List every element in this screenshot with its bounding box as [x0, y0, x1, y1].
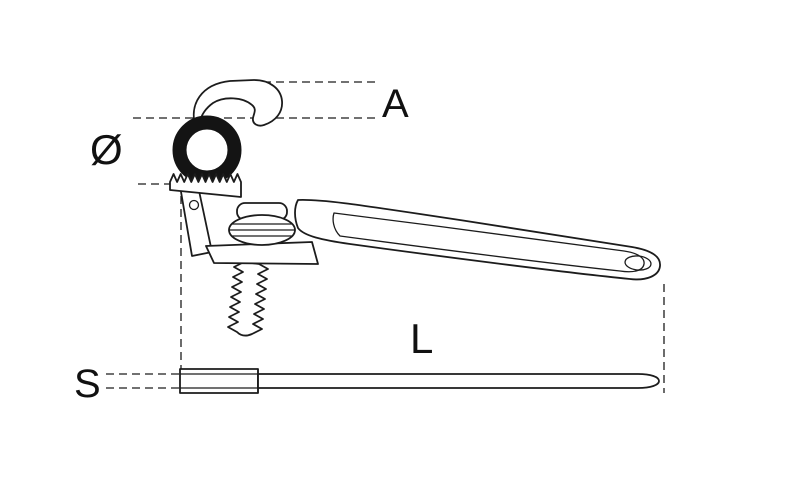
- side-head-inner-lines: [179, 373, 259, 389]
- wrench-top-view: [169, 79, 661, 337]
- side-head-outline: [179, 368, 259, 394]
- label-dim-length: L: [410, 315, 433, 362]
- handle-outline: [294, 198, 661, 281]
- side-handle-profile: [257, 373, 660, 389]
- label-dim-thickness: S: [74, 362, 101, 406]
- hook-jaw: [192, 79, 283, 129]
- heel-jaw-serrated: [169, 173, 242, 198]
- pivot-pin: [188, 199, 200, 211]
- label-dim-diameter: Ø: [90, 126, 123, 173]
- dimension-labels: A Ø L S: [74, 82, 433, 406]
- nut-knurl-lines: [228, 223, 296, 237]
- pipe-cross-section-bore: [185, 128, 229, 172]
- wrench-side-view: [179, 368, 660, 394]
- label-dim-a: A: [382, 82, 409, 126]
- hang-hole: [624, 255, 652, 271]
- rack-teeth: [227, 261, 269, 337]
